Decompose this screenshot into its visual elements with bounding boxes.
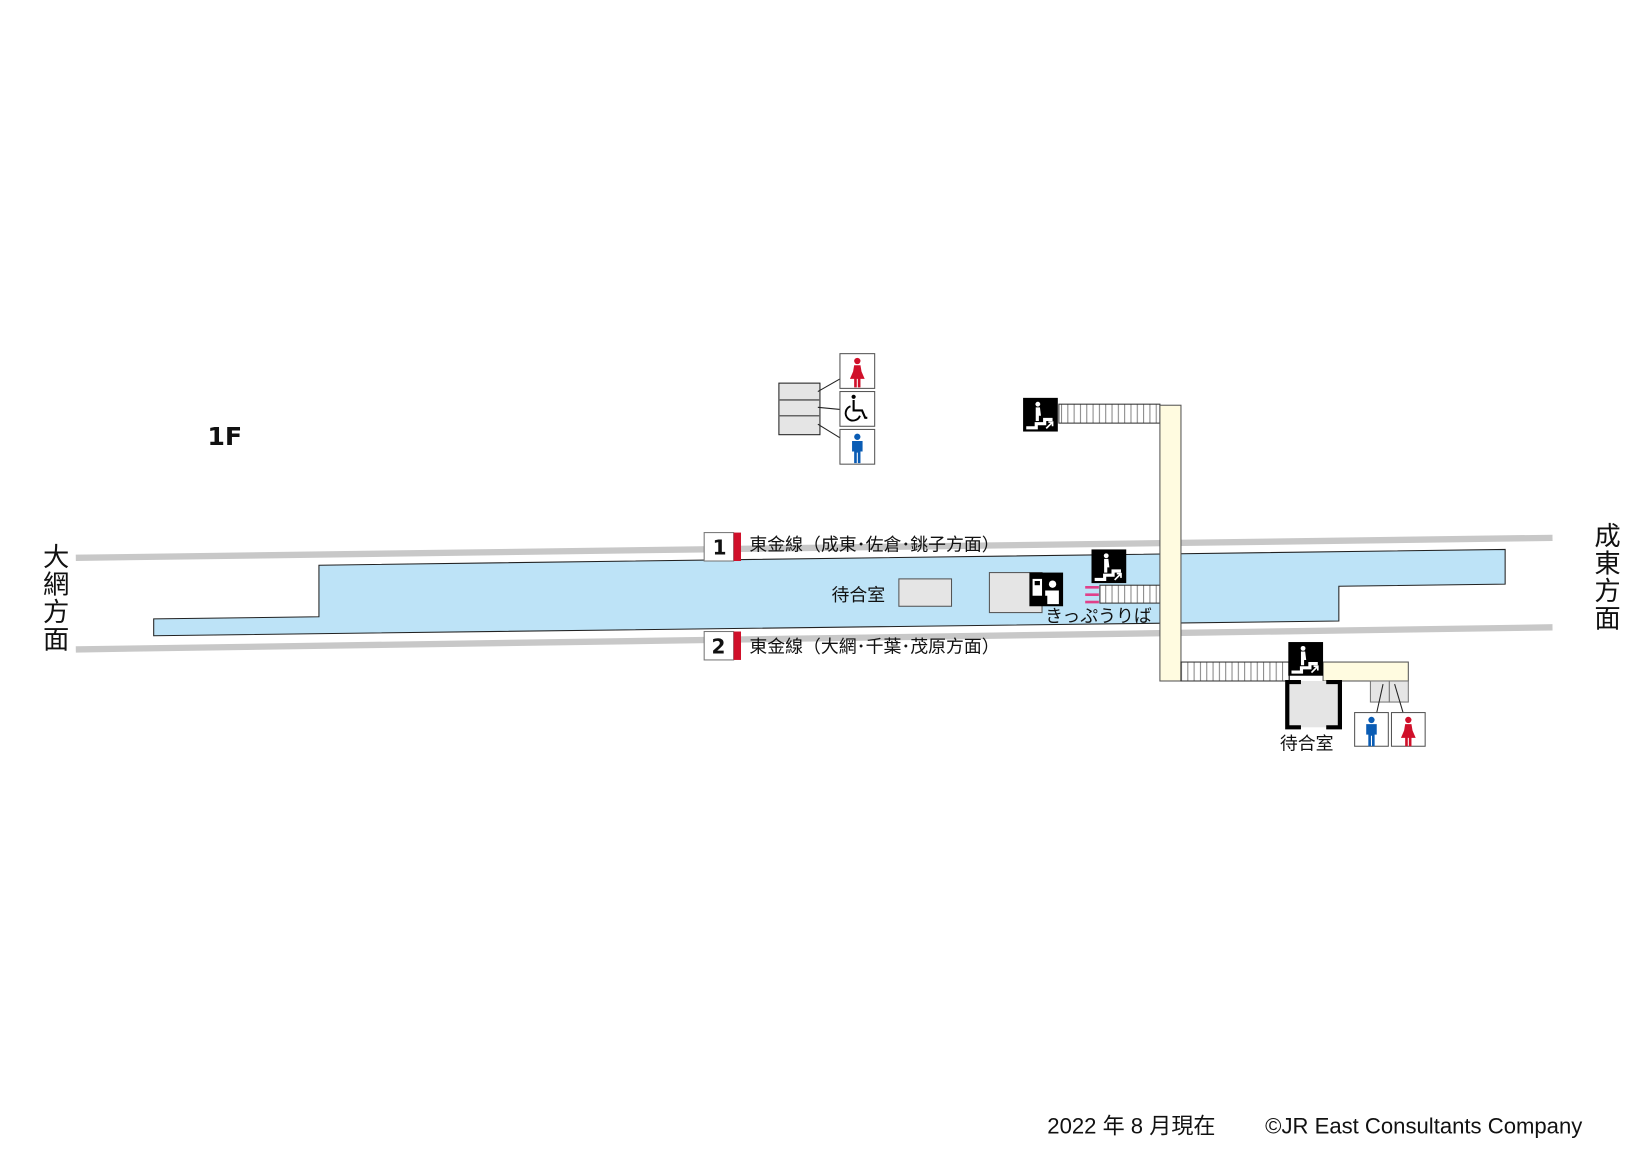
concourse-waiting-room xyxy=(1285,679,1343,730)
footer-date: 2022 年 8 月現在 xyxy=(1047,1114,1215,1139)
concourse-waiting-room-label: 待合室 xyxy=(1280,733,1334,754)
direction-left: 大網方面 xyxy=(38,543,69,652)
platform-stairs xyxy=(1099,584,1161,604)
platform-2-label: 東金線（大網･千葉･茂原方面） xyxy=(749,637,999,658)
footer-copyright: ©JR East Consultants Company xyxy=(1265,1114,1582,1139)
platform-1-marker: 1 xyxy=(703,532,742,562)
floor-label: 1F xyxy=(207,422,242,451)
stairs-up-icon xyxy=(1022,397,1059,433)
ticket-office-icon xyxy=(1029,572,1064,607)
toilet-male-icon xyxy=(1354,712,1389,747)
toilet-block xyxy=(778,382,821,436)
toilet-female-icon xyxy=(839,353,876,389)
platform xyxy=(153,548,1506,637)
stairs-up-icon xyxy=(1090,548,1128,584)
platform-1-number: 1 xyxy=(713,536,727,560)
waiting-room xyxy=(898,578,953,607)
concourse-passage xyxy=(1159,404,1182,682)
toilet-room-female xyxy=(1388,680,1409,703)
track-2 xyxy=(75,624,1553,653)
platform-1-label: 東金線（成東･佐倉･銚子方面） xyxy=(749,534,999,555)
wheelchair-toilet-icon xyxy=(839,391,876,427)
platform-2-marker: 2 xyxy=(703,630,742,661)
waiting-room-label: 待合室 xyxy=(832,585,886,606)
platform-2-number: 2 xyxy=(712,635,726,659)
stairs-up-icon xyxy=(1287,641,1324,677)
tactile-paving xyxy=(1085,585,1099,604)
track-1 xyxy=(75,534,1553,562)
toilet-female-icon xyxy=(1390,712,1426,747)
ticket-office-label: きっぷうりば xyxy=(1045,606,1152,627)
top-stairs xyxy=(1058,403,1161,424)
toilet-male-icon xyxy=(839,428,876,465)
concourse-hall xyxy=(1322,661,1409,682)
direction-right: 成東方面 xyxy=(1589,522,1620,631)
bottom-stairs xyxy=(1180,661,1290,682)
